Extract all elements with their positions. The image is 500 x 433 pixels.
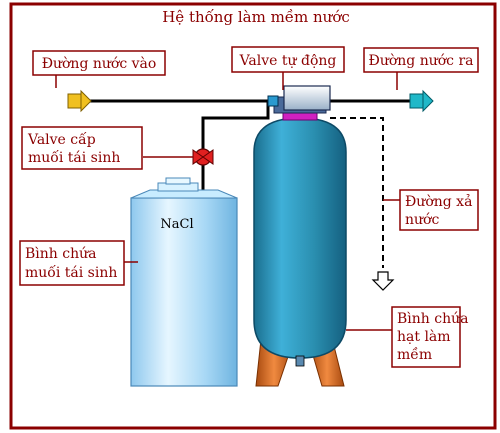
diagram-title: Hệ thống làm mềm nước	[162, 8, 350, 26]
leader-lines	[55, 71, 400, 331]
label-brine-valve: Valve cấp muối tái sinh	[21, 126, 143, 170]
label-outlet-text: Đường nước ra	[369, 53, 474, 69]
label-inlet: Đường nước vào	[32, 50, 166, 76]
brine-tank	[130, 170, 238, 387]
drain-arrow-icon	[371, 271, 395, 291]
label-resin-tank-line1: Bình chứa	[397, 311, 468, 327]
inlet-arrow-icon	[67, 89, 92, 113]
outer-frame	[9, 2, 497, 430]
drain-pipe	[330, 117, 384, 268]
label-brine-tank-line1: Bình chứa	[25, 246, 96, 262]
label-auto-valve-text: Valve tự động	[239, 53, 337, 69]
label-resin-tank-line3: mềm	[397, 346, 432, 363]
label-drain-line1: Đường xả	[405, 193, 472, 210]
label-resin-tank: Bình chứa hạt làm mềm	[391, 306, 468, 368]
label-drain-line2: nước	[405, 212, 439, 228]
resin-tank	[253, 117, 347, 387]
label-drain: Đường xả nước	[399, 189, 479, 231]
brine-valve-icon	[192, 148, 214, 166]
label-outlet: Đường nước ra	[363, 47, 479, 73]
label-auto-valve: Valve tự động	[231, 46, 345, 73]
label-brine-tank: Bình chứa muối tái sinh	[19, 240, 125, 286]
label-brine-tank-line2: muối tái sinh	[25, 264, 117, 281]
auto-valve-head	[267, 85, 331, 121]
label-brine-valve-line2: muối tái sinh	[28, 149, 120, 166]
label-resin-tank-line2: hạt làm	[397, 328, 451, 345]
nacl-label: NaCl	[160, 217, 193, 232]
label-inlet-text: Đường nước vào	[42, 55, 157, 72]
outlet-arrow-icon	[409, 89, 434, 113]
label-brine-valve-line1: Valve cấp	[27, 131, 96, 148]
